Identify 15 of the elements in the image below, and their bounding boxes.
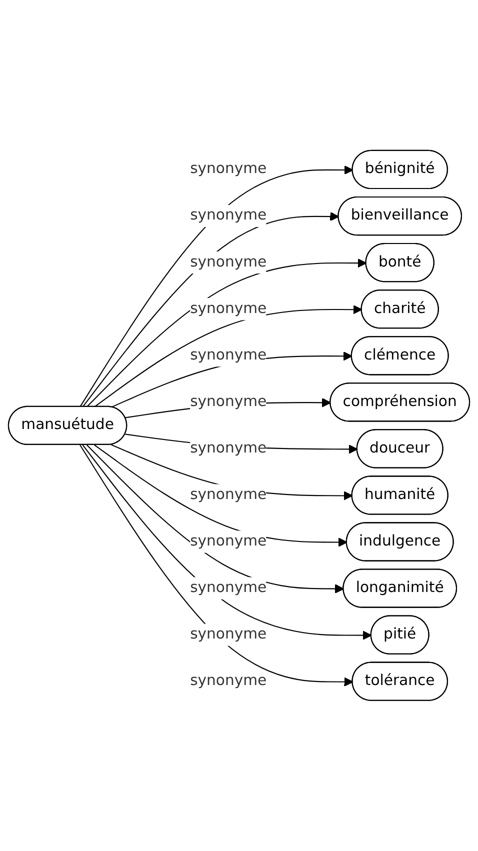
- edge-label: synonyme: [190, 393, 267, 410]
- edge-label: synonyme: [190, 160, 267, 178]
- edge-label: synonyme: [190, 579, 267, 596]
- edge-label: synonyme: [190, 440, 267, 457]
- edge-label: synonyme: [190, 346, 267, 364]
- edge-label: synonyme: [190, 207, 267, 224]
- edge-label: synonyme: [190, 254, 267, 271]
- edge-label: synonyme: [190, 626, 267, 643]
- edge-label: synonyme: [190, 672, 267, 690]
- arrow: [82, 212, 340, 408]
- arrow: [94, 444, 348, 547]
- edge-label: synonyme: [190, 532, 267, 550]
- edge-label: synonyme: [190, 486, 267, 504]
- edge-label: synonyme: [190, 300, 267, 318]
- arrow: [86, 444, 344, 594]
